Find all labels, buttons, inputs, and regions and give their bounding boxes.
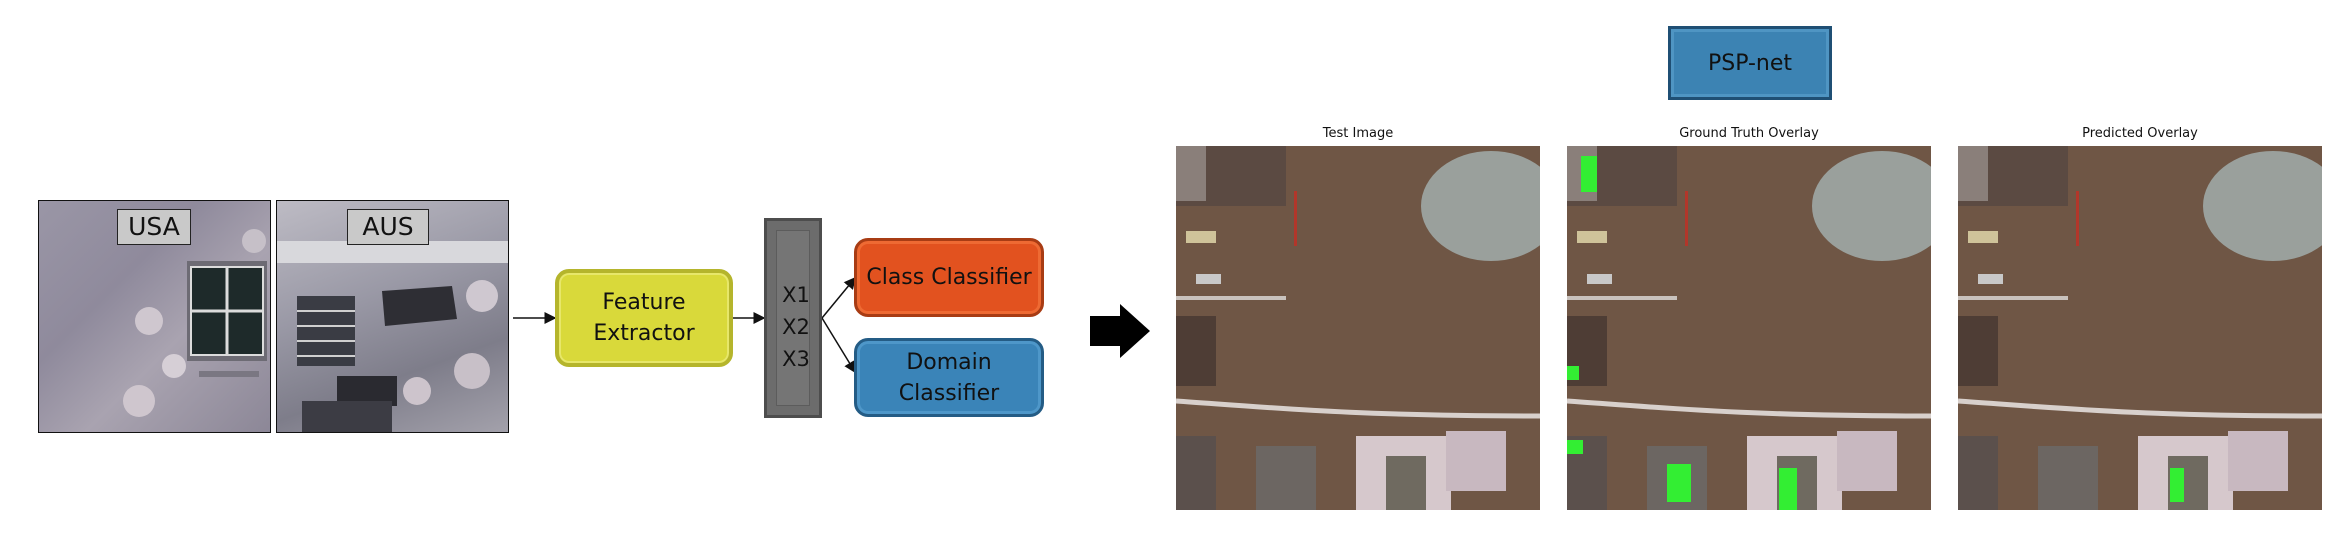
aus-satellite-image: AUS <box>276 200 509 433</box>
psp-net-label: PSP-net <box>1707 50 1793 76</box>
stack-to-class-arrow <box>821 276 856 319</box>
class-classifier-box: Class Classifier <box>854 238 1044 317</box>
ground-truth-panel <box>1567 146 1931 510</box>
gt-overlay-1 <box>1581 156 1597 192</box>
stack-to-domain-arrow <box>821 317 856 374</box>
feature-stack-labels: X1 X2 X3 <box>767 279 825 375</box>
gt-overlay-3 <box>1567 440 1583 454</box>
test-image-title: Test Image <box>1322 126 1394 141</box>
test-image-panel <box>1176 146 1540 510</box>
ground-truth-aerial-scene <box>1567 146 1931 510</box>
domain-classifier-line1: Domain <box>906 349 992 375</box>
feature-extractor-line2: Extractor <box>593 321 695 346</box>
domain-classifier-label: Domain Classifier <box>899 347 999 409</box>
aus-label: AUS <box>347 209 429 245</box>
predicted-panel <box>1958 146 2322 510</box>
class-classifier-label: Class Classifier <box>866 265 1032 290</box>
feature-stack-inner <box>776 230 810 406</box>
domain-classifier-line2: Classifier <box>898 380 1000 406</box>
feature-stack: X1 X2 X3 <box>764 218 822 418</box>
feature-x1-label: X1 <box>782 283 810 307</box>
feature-x3-label: X3 <box>782 347 810 371</box>
feature-extractor-line1: Feature <box>602 290 686 315</box>
usa-image-content <box>123 229 267 417</box>
gt-overlay-2 <box>1567 366 1579 380</box>
psp-net-box: PSP-net <box>1668 26 1832 100</box>
feature-x2-label: X2 <box>782 315 810 339</box>
aus-image-content <box>277 241 508 432</box>
feature-extractor-box: Feature Extractor <box>555 269 733 367</box>
predicted-title: Predicted Overlay <box>2082 126 2198 141</box>
big-right-arrow <box>1090 304 1150 358</box>
usa-label: USA <box>117 209 191 245</box>
domain-classifier-box: Domain Classifier <box>854 338 1044 417</box>
test-aerial-scene <box>1176 146 1540 510</box>
ground-truth-title: Ground Truth Overlay <box>1679 126 1819 141</box>
usa-satellite-image: USA <box>38 200 271 433</box>
gt-overlay-5 <box>1779 468 1797 510</box>
gt-overlay-4 <box>1667 464 1691 502</box>
feature-extractor-label: Feature Extractor <box>593 287 694 349</box>
predicted-aerial-scene <box>1958 146 2322 510</box>
pred-overlay-1 <box>2170 468 2184 502</box>
